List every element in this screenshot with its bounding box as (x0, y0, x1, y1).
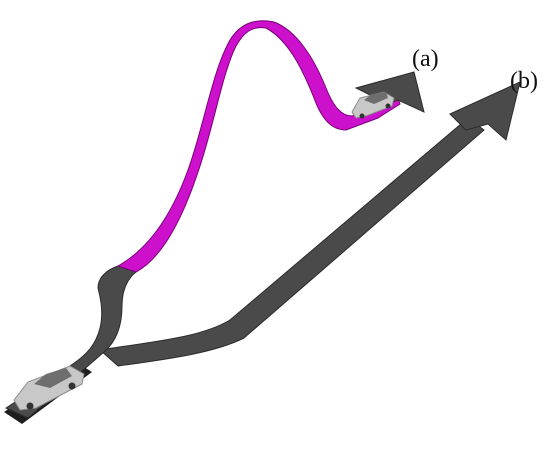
path-a-label: (a) (412, 46, 439, 72)
path-b-label: (b) (510, 68, 538, 94)
vehicle-start-car-icon (13, 365, 85, 411)
path-b-road (98, 117, 485, 367)
start-road-segment (4, 265, 138, 419)
path-a-elevated-strip (116, 20, 401, 273)
vehicle-end-car-icon (351, 91, 395, 119)
path-b-arrow-icon (449, 81, 521, 141)
